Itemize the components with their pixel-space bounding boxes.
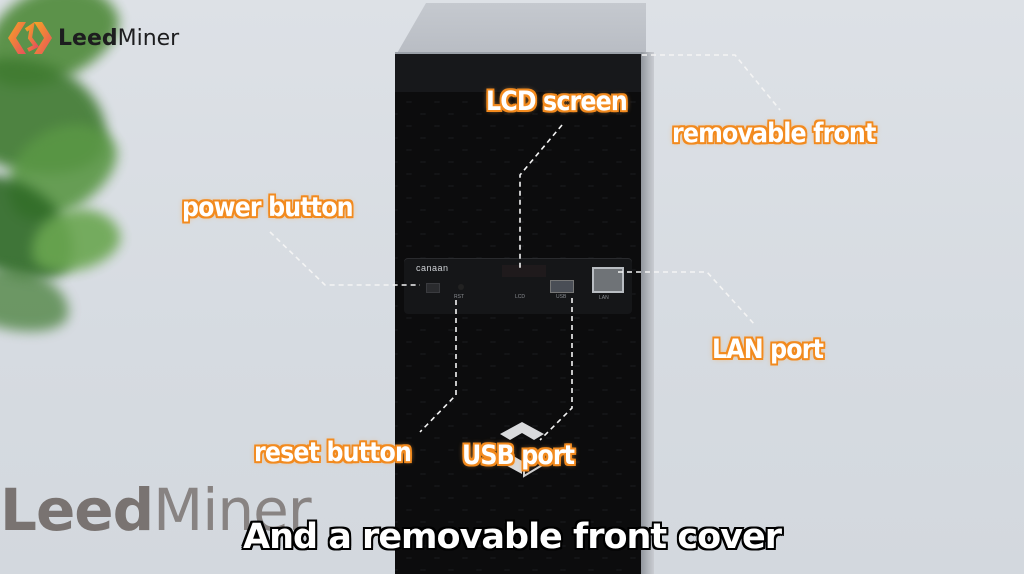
device-front-grille <box>395 52 641 574</box>
lcd-label: LCD <box>515 294 526 300</box>
watermark-text-bold: Leed <box>0 476 154 544</box>
callout-lcd-screen: LCD screen <box>486 86 628 117</box>
callout-usb-port: USB port <box>462 440 575 471</box>
canaan-logo-icon <box>500 422 545 478</box>
panel-brand-text: canaan <box>416 263 449 273</box>
device-front-band <box>395 54 641 92</box>
lcd-display <box>502 265 546 277</box>
callout-reset-button: reset button <box>254 437 412 468</box>
lan-label: LAN <box>599 295 609 301</box>
usb-port <box>550 280 574 293</box>
leedminer-logo: LeedMiner <box>8 18 179 58</box>
leedminer-watermark: LeedMiner <box>0 476 312 544</box>
device-side-panel <box>640 52 654 574</box>
power-button <box>426 283 440 293</box>
watermark-text-light: Miner <box>153 476 311 544</box>
reset-hole <box>458 284 464 290</box>
callout-power-button: power button <box>182 192 354 223</box>
leedminer-logo-icon <box>8 21 52 54</box>
device-control-panel: canaan RST LCD USB LAN <box>404 258 632 314</box>
callout-lan-port: LAN port <box>712 334 824 365</box>
video-subtitle: And a removable front cover <box>243 517 782 557</box>
callout-removable-front: removable front <box>672 118 876 149</box>
logo-text-bold: Leed <box>58 25 118 51</box>
lan-port <box>592 267 624 293</box>
device-top-panel <box>396 3 646 55</box>
usb-label: USB <box>556 294 567 300</box>
reset-label: RST <box>454 294 464 300</box>
logo-text-light: Miner <box>117 25 180 51</box>
